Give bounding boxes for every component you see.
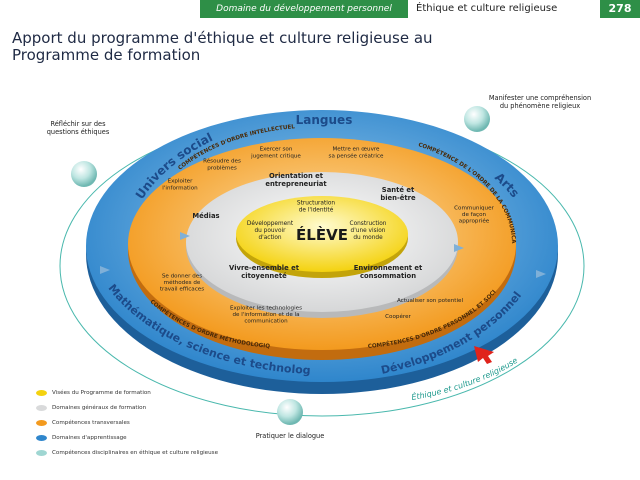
- label-line: de façon: [462, 212, 487, 218]
- legend-item: Domaines d'apprentissage: [36, 430, 266, 445]
- label-line: Communiquer: [454, 205, 494, 211]
- legend-item: Visées du Programme de formation: [36, 385, 266, 400]
- legend-label: Domaines généraux de formation: [52, 404, 147, 411]
- legend-label: Domaines d'apprentissage: [52, 434, 127, 441]
- legend-swatch: [36, 389, 47, 396]
- label-line: Construction: [350, 221, 387, 227]
- label-line: Vivre-ensemble et: [229, 264, 300, 272]
- label-line: Exploiter les technologies: [230, 305, 302, 311]
- connector-arrow: [454, 244, 464, 252]
- label-line: l'information: [162, 185, 198, 191]
- page-header: Domaine du développement personnel Éthiq…: [0, 0, 640, 18]
- label-line: consommation: [360, 272, 416, 280]
- legend-label: Visées du Programme de formation: [52, 389, 151, 396]
- label-line: d'une vision: [351, 228, 386, 234]
- label-line: Exploiter: [168, 179, 194, 185]
- label-line: Réfléchir sur des: [50, 120, 106, 128]
- label-line: Actualiser son potentiel: [397, 298, 464, 304]
- header-section: Domaine du développement personnel: [200, 0, 408, 18]
- page-title-line-1: Apport du programme d'éthique et culture…: [12, 29, 433, 47]
- label-line: Mettre en œuvre: [332, 147, 380, 153]
- legend-swatch: [36, 404, 47, 411]
- competence-potential: Actualiser son potentiel: [397, 298, 464, 304]
- page-title-line-2: Programme de formation: [12, 46, 201, 64]
- label-line: travail efficaces: [160, 287, 204, 293]
- label-line: du monde: [353, 235, 383, 241]
- legend-item: Compétences disciplinaires en éthique et…: [36, 445, 266, 460]
- label-line: jugement critique: [250, 153, 301, 159]
- label-line: Structuration: [297, 201, 336, 207]
- red-arrow-icon: [474, 346, 494, 364]
- legend-item: Domaines généraux de formation: [36, 400, 266, 415]
- label-line: Coopérer: [385, 313, 411, 320]
- label-line: d'action: [258, 235, 281, 241]
- sphere-ethical-questions: [71, 161, 97, 187]
- connector-arrow: [100, 266, 110, 274]
- student-label: ÉLÈVE: [296, 225, 348, 244]
- domain-languages: Langues: [296, 113, 353, 127]
- connector-arrow: [180, 232, 190, 240]
- legend-swatch: [36, 419, 47, 426]
- connector-arrow: [536, 270, 546, 278]
- label-line: du phénomène religieux: [500, 102, 580, 110]
- label-line: sa pensée créatrice: [329, 152, 384, 159]
- legend-label: Compétences disciplinaires en éthique et…: [52, 449, 219, 456]
- general-domain-media: Médias: [192, 212, 219, 220]
- label-line: Développement: [247, 220, 294, 227]
- competence-cooperate: Coopérer: [385, 313, 411, 320]
- legend-label: Compétences transversales: [52, 419, 130, 426]
- label-line: Résoudre des: [203, 158, 241, 165]
- label-line: Médias: [192, 212, 219, 220]
- legend-swatch: [36, 449, 47, 456]
- label-line: communication: [244, 319, 288, 325]
- label-line: Santé et: [382, 186, 415, 194]
- label-line: bien-être: [380, 194, 416, 202]
- header-subject: Éthique et culture religieuse: [416, 3, 558, 14]
- program-aims-core: [236, 196, 408, 272]
- page-number: 278: [600, 0, 640, 18]
- legend-swatch: [36, 434, 47, 441]
- label-line: de l'information et de la: [232, 312, 299, 318]
- ecr-competence-dialogue: Pratiquer le dialogue: [256, 432, 325, 440]
- label-line: Exercer son: [260, 147, 293, 153]
- label-line: du pouvoir: [254, 228, 286, 234]
- ring-connectors: [100, 232, 546, 278]
- label-line: entrepreneuriat: [265, 180, 327, 188]
- label-line: Pratiquer le dialogue: [256, 432, 325, 440]
- label-line: de l'identité: [299, 206, 334, 213]
- label-line: Environnement et: [354, 264, 423, 272]
- legend: Visées du Programme de formation Domaine…: [36, 385, 266, 460]
- sphere-dialogue: [277, 399, 303, 425]
- page-title: Apport du programme d'éthique et culture…: [12, 30, 492, 64]
- label-line: méthodes de: [164, 279, 201, 286]
- label-line: appropriée: [459, 218, 490, 225]
- label-line: problèmes: [207, 164, 237, 171]
- label-line: questions éthiques: [47, 128, 110, 136]
- label-line: citoyenneté: [241, 272, 287, 280]
- label-line: Orientation et: [269, 172, 324, 180]
- label-line: Manifester une compréhension: [489, 94, 591, 102]
- label-line: Se donner des: [162, 273, 202, 279]
- sphere-religious-phenomenon: [464, 106, 490, 132]
- legend-item: Compétences transversales: [36, 415, 266, 430]
